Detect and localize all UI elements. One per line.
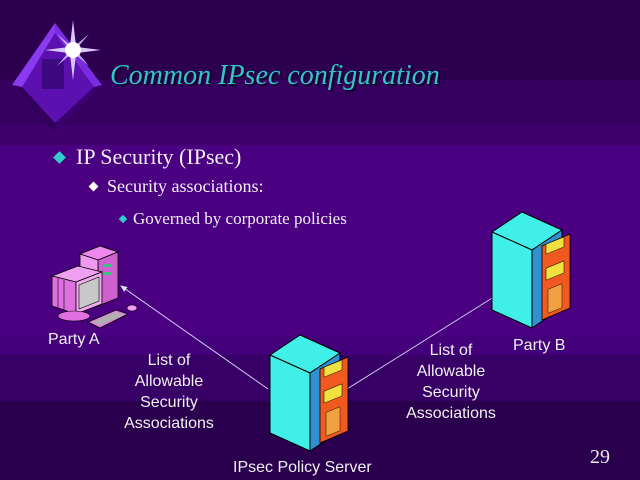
label-line: Allowable: [416, 363, 486, 380]
page-number: 29: [590, 446, 610, 468]
server-tower-icon: [490, 211, 571, 329]
link-server-to-party-b: [346, 289, 506, 390]
desktop-computer-icon: [50, 245, 138, 329]
label-line: Security: [140, 394, 198, 411]
bullet-text: IP Security (IPsec): [76, 144, 242, 169]
policy-server-label: IPsec Policy Server: [233, 459, 372, 476]
label-line: List of: [429, 342, 473, 359]
label-line: Allowable: [134, 373, 204, 390]
left-link-label: List of Allowable Security Associations: [118, 350, 220, 434]
bullet-level-3: Governed by corporate policies: [118, 209, 347, 229]
party-b-label: Party B: [513, 337, 566, 354]
right-link-label: List of Allowable Security Associations: [400, 340, 502, 424]
bullet-level-1: IP Security (IPsec): [53, 144, 242, 170]
slide-title: Common IPsec configuration: [110, 60, 440, 91]
label-line: Security: [422, 384, 480, 401]
party-a-label: Party A: [48, 331, 100, 348]
bullet-text: Governed by corporate policies: [133, 209, 347, 228]
bullet-level-2: Security associations:: [88, 176, 264, 197]
diamond-star-logo-icon: [12, 20, 102, 133]
bullet-text: Security associations:: [107, 176, 264, 196]
link-server-to-party-a: [120, 285, 269, 390]
label-line: Associations: [124, 415, 214, 432]
server-tower-icon: [268, 334, 349, 452]
label-line: List of: [147, 352, 191, 369]
label-line: Associations: [406, 405, 496, 422]
